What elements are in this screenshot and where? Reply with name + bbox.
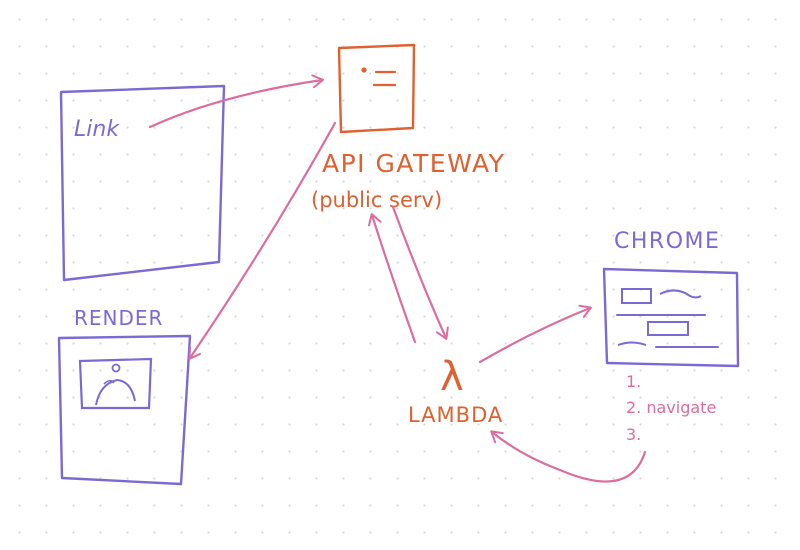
link-page-box: [59, 84, 226, 282]
arrow-chrome-to-lambda: [490, 430, 647, 483]
step-1: 1.: [626, 372, 641, 391]
arrow-gateway-to-lambda: [391, 205, 449, 340]
api-gateway-box: [337, 43, 416, 134]
arrow-gateway-to-render: [188, 121, 337, 360]
chrome-window-box: [602, 267, 740, 368]
lambda-icon: λ: [440, 354, 464, 400]
api-gateway-sublabel: (public serv): [311, 188, 442, 212]
arrow-link-to-gateway: [148, 74, 324, 129]
chrome-label: CHROME: [614, 229, 720, 254]
image-icon: [78, 357, 153, 410]
render-page-box: [57, 334, 192, 486]
api-gateway-label: API GATEWAY: [322, 149, 505, 178]
step-3: 3.: [626, 425, 641, 444]
render-label: RENDER: [74, 306, 163, 330]
lambda-label: LAMBDA: [408, 403, 503, 427]
arrow-lambda-to-chrome: [478, 304, 592, 364]
link-label: Link: [74, 117, 120, 142]
arrow-lambda-to-gateway: [368, 213, 417, 344]
step-2: 2. navigate: [626, 398, 716, 417]
chrome-steps-list: 1. 2. navigate 3.: [626, 372, 716, 444]
